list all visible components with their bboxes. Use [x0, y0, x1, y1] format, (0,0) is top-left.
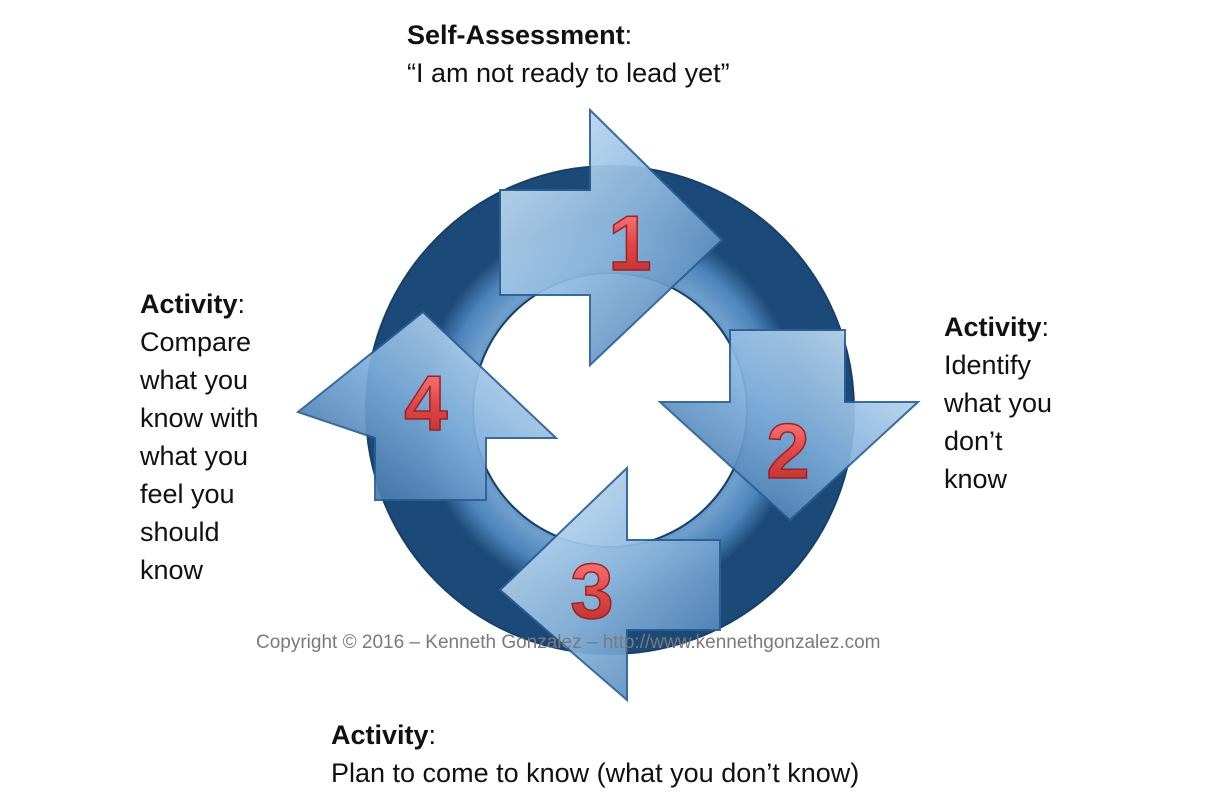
step-number-1: 1: [608, 199, 651, 287]
arrow-3: [498, 465, 721, 703]
step-4-line-4: what you: [140, 441, 249, 471]
copyright-notice: Copyright © 2016 – Kenneth Gonzalez – ht…: [256, 632, 881, 653]
step-1-line-1: “I am not ready to lead yet”: [407, 58, 730, 88]
step-2-line-1: Identify: [944, 350, 1032, 380]
step-4-line-5: feel you: [140, 479, 235, 509]
step-4-line-2: what you: [140, 365, 249, 395]
step-3-label: Activity: Plan to come to know (what you…: [331, 716, 859, 792]
step-4-heading: Activity: [140, 289, 238, 319]
step-4-line-7: know: [140, 555, 204, 585]
step-2-line-4: know: [944, 464, 1008, 494]
step-3-line-1: Plan to come to know (what you don’t kno…: [331, 758, 860, 788]
step-1-heading: Self-Assessment: [407, 20, 625, 50]
step-2-line-2: what you: [944, 388, 1053, 418]
step-4-line-3: know with: [140, 403, 259, 433]
arrow-2: [657, 329, 921, 522]
step-4-line-1: Compare: [140, 327, 252, 357]
step-number-2: 2: [766, 407, 809, 495]
arrow-1: [499, 107, 724, 368]
step-4-label: Activity: Compare what you know with wha…: [140, 285, 259, 589]
step-2-line-3: don’t: [944, 426, 1003, 456]
step-1-label: Self-Assessment: “I am not ready to lead…: [407, 16, 730, 92]
arrow-4: [295, 310, 559, 501]
step-4-line-6: should: [140, 517, 220, 547]
step-number-3: 3: [570, 547, 613, 635]
step-2-heading: Activity: [944, 312, 1042, 342]
step-3-heading: Activity: [331, 720, 429, 750]
step-number-4: 4: [404, 359, 447, 447]
step-2-label: Activity: Identify what you don’t know: [944, 308, 1052, 498]
